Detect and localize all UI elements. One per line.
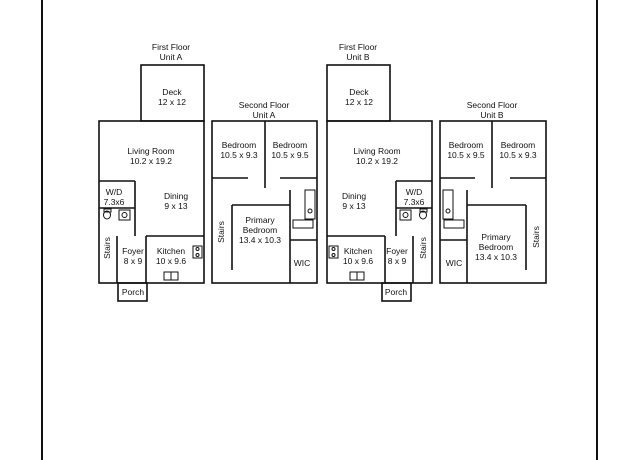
fixture-toilet-icon (419, 208, 428, 220)
fixture-toilet-icon (103, 208, 112, 220)
fixture-tub-icon (442, 189, 454, 220)
fixture-kitchen-sink-icon (349, 271, 365, 281)
fixture-vanity-icon (292, 219, 314, 229)
ff-a-stairs-label: Stairs (102, 237, 112, 259)
fixture-kitchen-sink-icon (163, 271, 179, 281)
second-floor-unit-a-walls (211, 120, 318, 284)
page-border-right (596, 0, 598, 460)
fixture-range-icon (328, 245, 339, 259)
page-border-left (41, 0, 43, 460)
first-floor-unit-a-walls (98, 64, 205, 302)
fixture-vanity-icon (443, 219, 465, 229)
first-floor-unit-b-walls (326, 64, 433, 302)
sf-a-stairs-label: Stairs (216, 221, 226, 243)
fixture-sink-icon (118, 209, 131, 221)
fixture-sink-icon (399, 209, 412, 221)
sf-b-wic-label: WIC (445, 258, 463, 268)
fixture-tub-icon (304, 189, 316, 220)
ff-a-porch-label: Porch (121, 287, 145, 297)
sf-b-stairs-label: Stairs (531, 226, 541, 248)
fixture-range-icon (192, 245, 203, 259)
ff-b-stairs-label: Stairs (418, 237, 428, 259)
sf-a-wic-label: WIC (293, 258, 311, 268)
ff-b-porch-label: Porch (384, 287, 408, 297)
second-floor-unit-b-walls (439, 120, 547, 284)
